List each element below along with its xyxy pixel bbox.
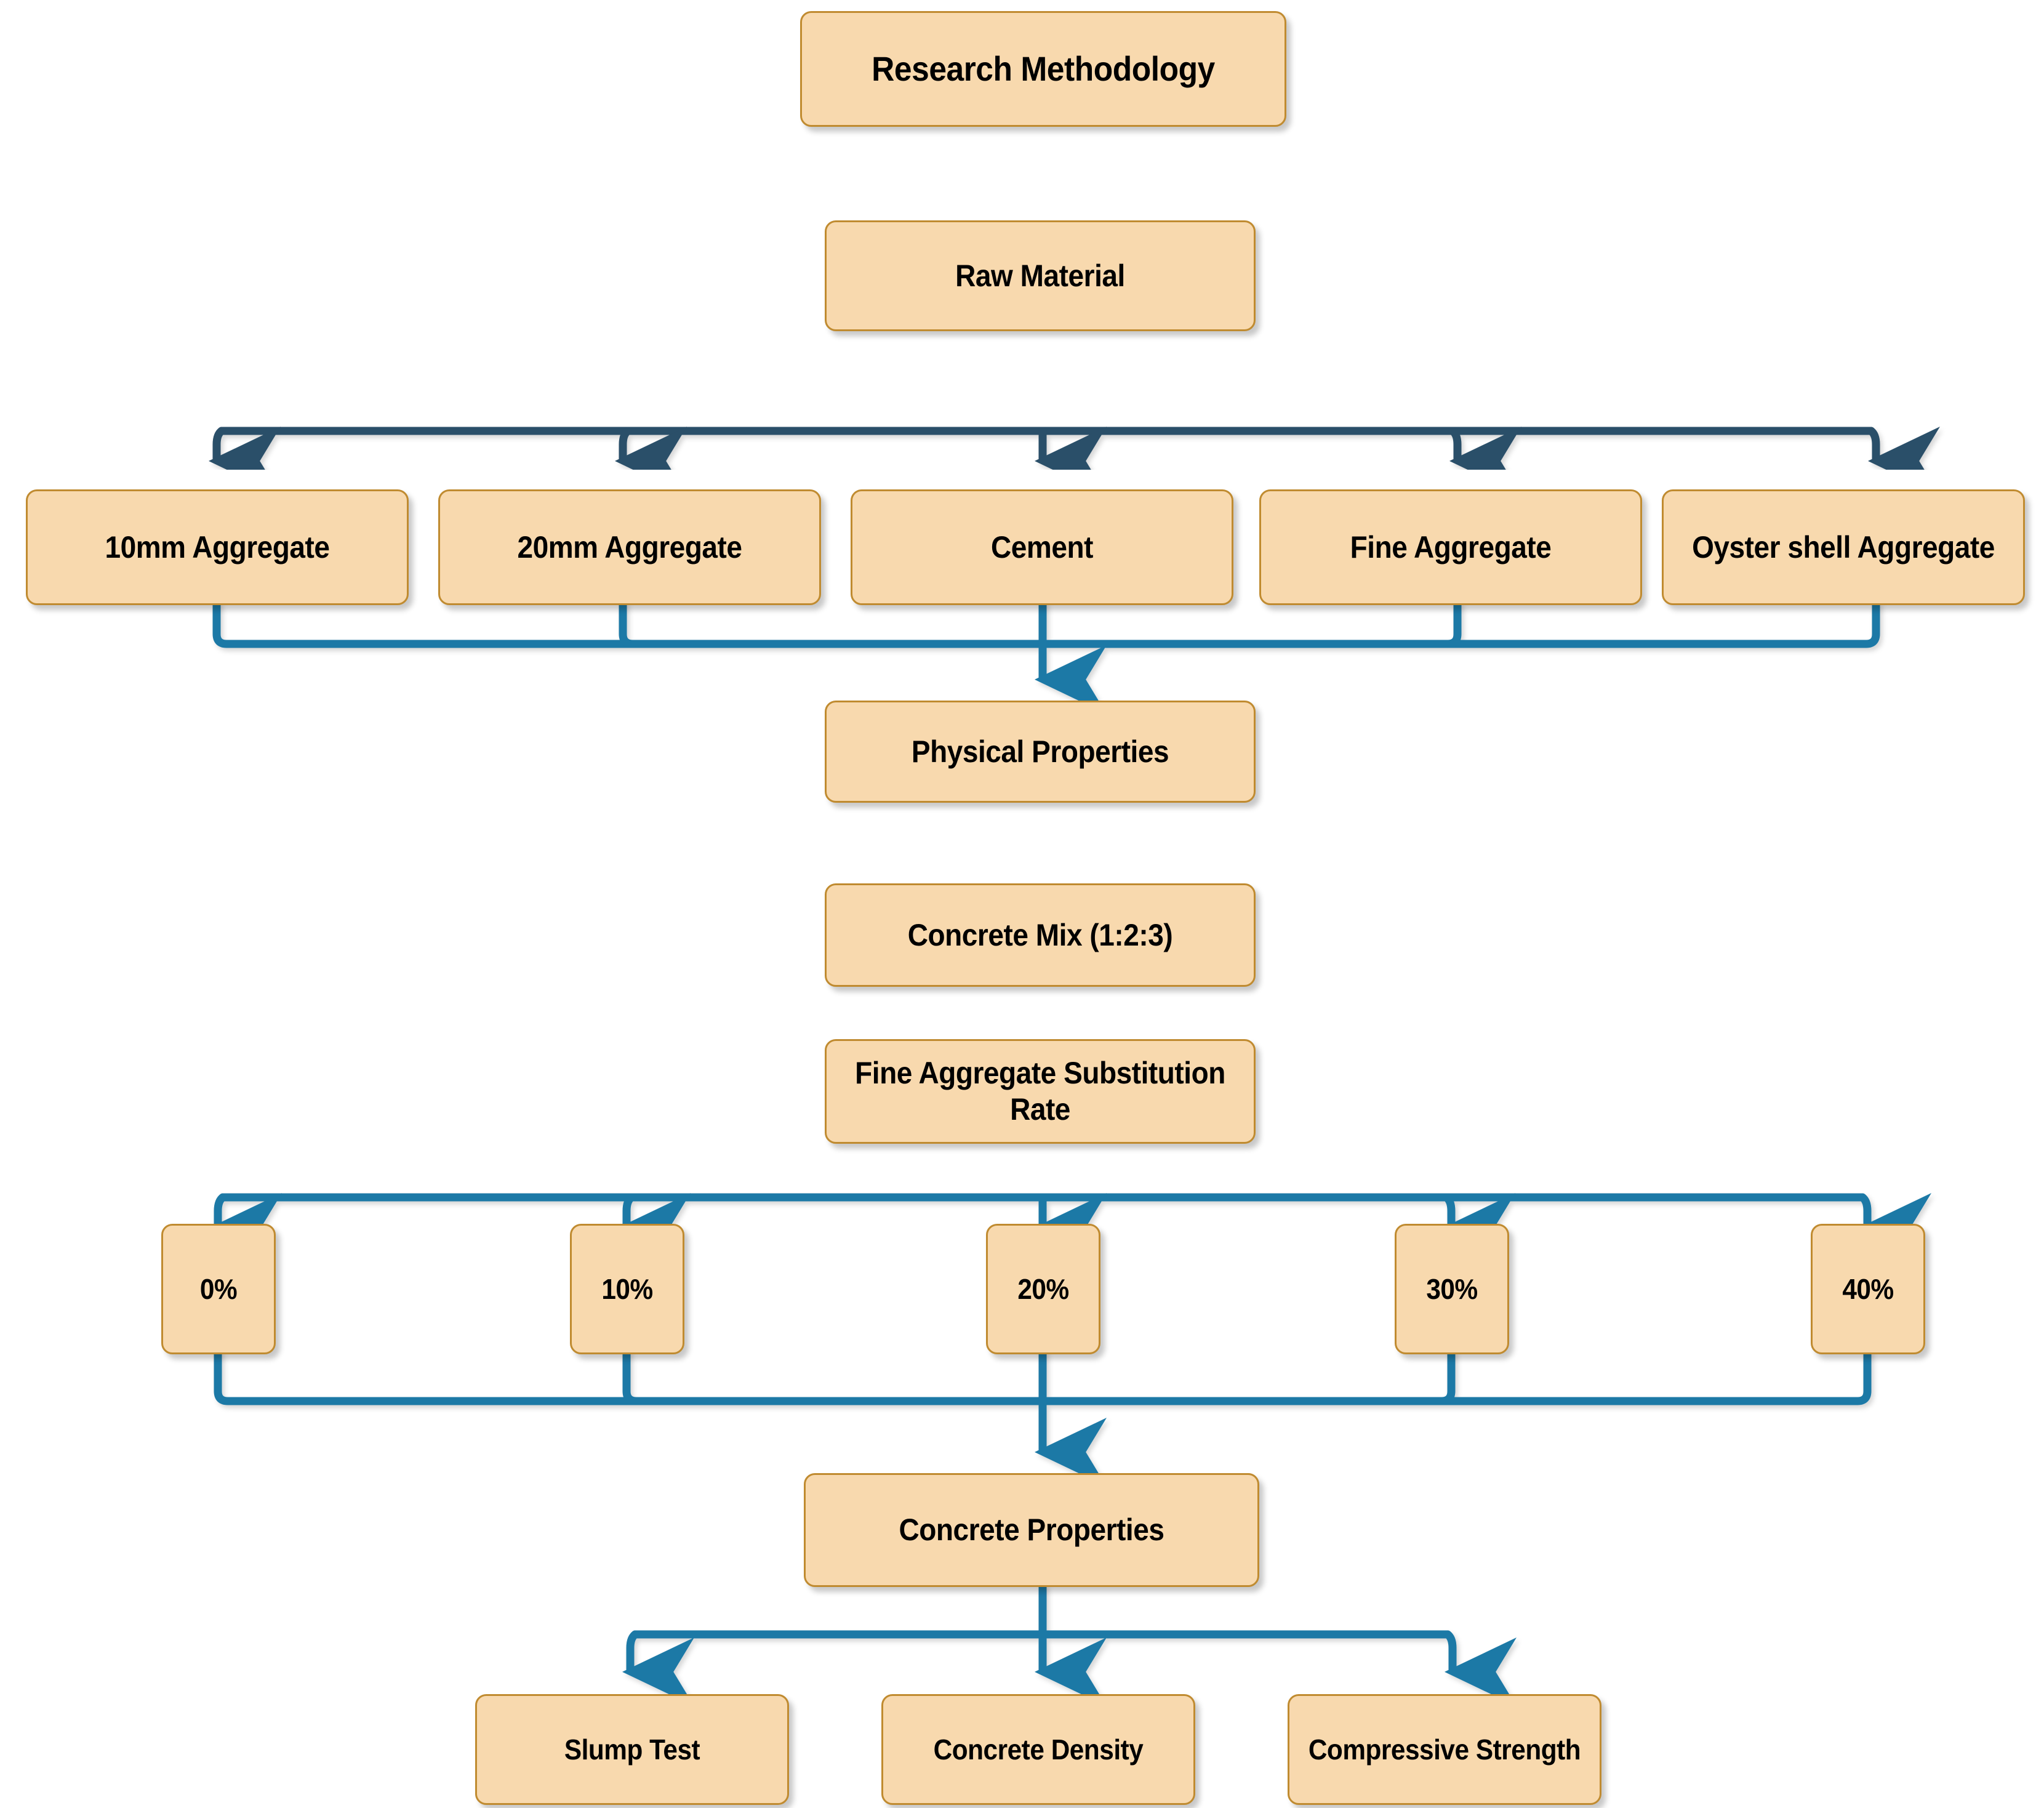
edges-substitution-merge: [214, 1349, 1872, 1487]
node-label: Oyster shell Aggregate: [1692, 529, 1995, 564]
edges-materials-fanout: [209, 427, 1940, 496]
node-concrete-properties[interactable]: Concrete Properties: [804, 1473, 1259, 1587]
node-label: Concrete Mix (1:2:3): [907, 917, 1173, 952]
node-compressive-strength[interactable]: Compressive Strength: [1288, 1694, 1601, 1805]
node-label: Fine Aggregate: [1350, 529, 1552, 564]
node-label: Slump Test: [564, 1733, 700, 1766]
node-substitution-20[interactable]: 20%: [986, 1224, 1100, 1354]
node-label: Concrete Properties: [899, 1513, 1164, 1547]
node-label: Concrete Density: [933, 1733, 1144, 1766]
edges-materials-merge: [212, 600, 1880, 714]
node-10mm-aggregate[interactable]: 10mm Aggregate: [26, 489, 409, 605]
node-fine-aggregate-substitution-rate[interactable]: Fine Aggregate Substitution Rate: [825, 1039, 1256, 1144]
node-label: Raw Material: [955, 258, 1125, 293]
node-label: 10%: [601, 1272, 653, 1305]
node-label: Fine Aggregate Substitution Rate: [855, 1056, 1225, 1127]
node-oyster-shell-aggregate[interactable]: Oyster shell Aggregate: [1662, 489, 2025, 605]
node-label: Compressive Strength: [1308, 1733, 1581, 1766]
node-concrete-density[interactable]: Concrete Density: [881, 1694, 1195, 1805]
node-substitution-40[interactable]: 40%: [1811, 1224, 1925, 1354]
node-cement[interactable]: Cement: [851, 489, 1233, 605]
node-label: 20mm Aggregate: [517, 529, 742, 564]
node-label: 20%: [1017, 1272, 1069, 1305]
node-concrete-mix[interactable]: Concrete Mix (1:2:3): [825, 883, 1256, 987]
node-label: Research Methodology: [872, 49, 1215, 88]
node-substitution-30[interactable]: 30%: [1395, 1224, 1509, 1354]
node-label: 10mm Aggregate: [105, 529, 330, 564]
node-label: 40%: [1842, 1272, 1894, 1305]
node-physical-properties[interactable]: Physical Properties: [825, 701, 1256, 803]
node-fine-aggregate[interactable]: Fine Aggregate: [1259, 489, 1642, 605]
edges-substitution-fanout: [210, 1193, 1931, 1262]
node-label: 30%: [1426, 1272, 1478, 1305]
node-slump-test[interactable]: Slump Test: [475, 1694, 789, 1805]
node-20mm-aggregate[interactable]: 20mm Aggregate: [438, 489, 821, 605]
edges-tests-fanout: [622, 1583, 1517, 1706]
node-raw-material[interactable]: Raw Material: [825, 220, 1256, 331]
node-label: Physical Properties: [911, 734, 1169, 769]
node-substitution-10[interactable]: 10%: [570, 1224, 684, 1354]
node-substitution-0[interactable]: 0%: [161, 1224, 276, 1354]
node-research-methodology[interactable]: Research Methodology: [800, 11, 1286, 127]
node-label: Cement: [991, 529, 1093, 564]
node-label: 0%: [199, 1272, 238, 1305]
